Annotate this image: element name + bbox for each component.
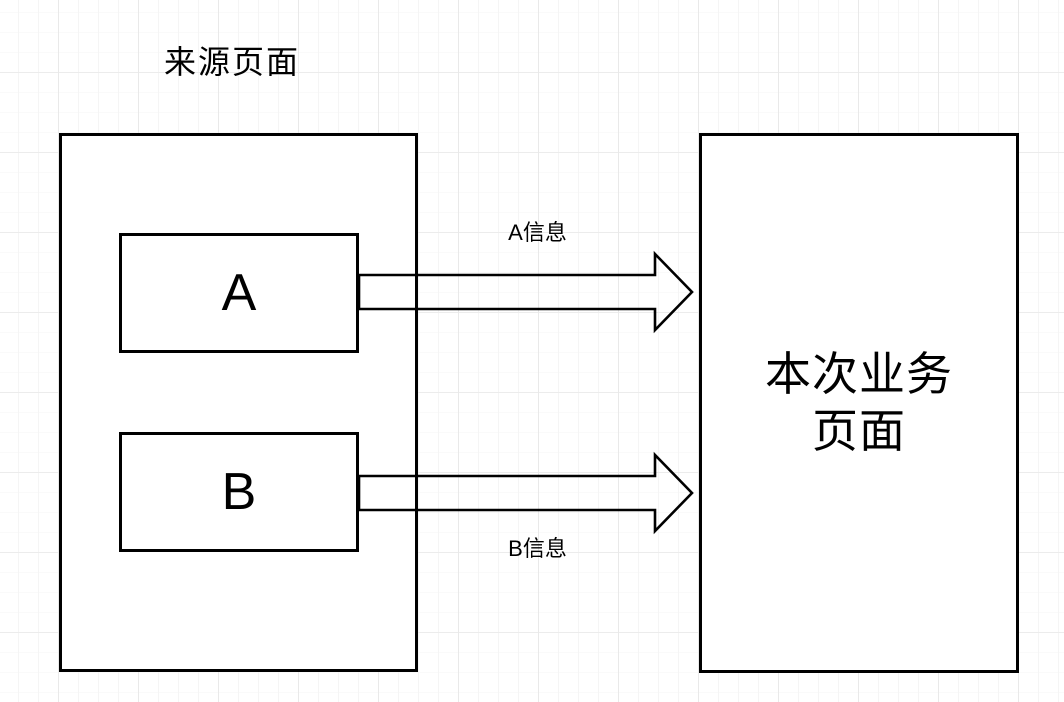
connector-b-label: B信息 bbox=[508, 536, 567, 561]
node-a-label: A bbox=[221, 264, 257, 322]
target-page-label-line1: 本次业务 bbox=[765, 348, 953, 400]
connector-arrow-b-shape[interactable] bbox=[357, 451, 694, 535]
target-page-label-line2: 页面 bbox=[812, 405, 906, 457]
node-b[interactable]: B bbox=[119, 432, 359, 552]
node-b-label: B bbox=[221, 463, 257, 521]
source-page-title: 来源页面 bbox=[164, 44, 301, 80]
connector-arrow-a[interactable] bbox=[357, 250, 695, 334]
connector-a-label: A信息 bbox=[508, 220, 567, 245]
connector-arrow-b[interactable] bbox=[357, 451, 695, 536]
connector-arrow-a-shape[interactable] bbox=[357, 250, 694, 334]
target-page-panel[interactable]: 本次业务 页面 bbox=[699, 133, 1019, 673]
source-page-panel[interactable] bbox=[59, 133, 418, 672]
node-a[interactable]: A bbox=[119, 233, 359, 353]
